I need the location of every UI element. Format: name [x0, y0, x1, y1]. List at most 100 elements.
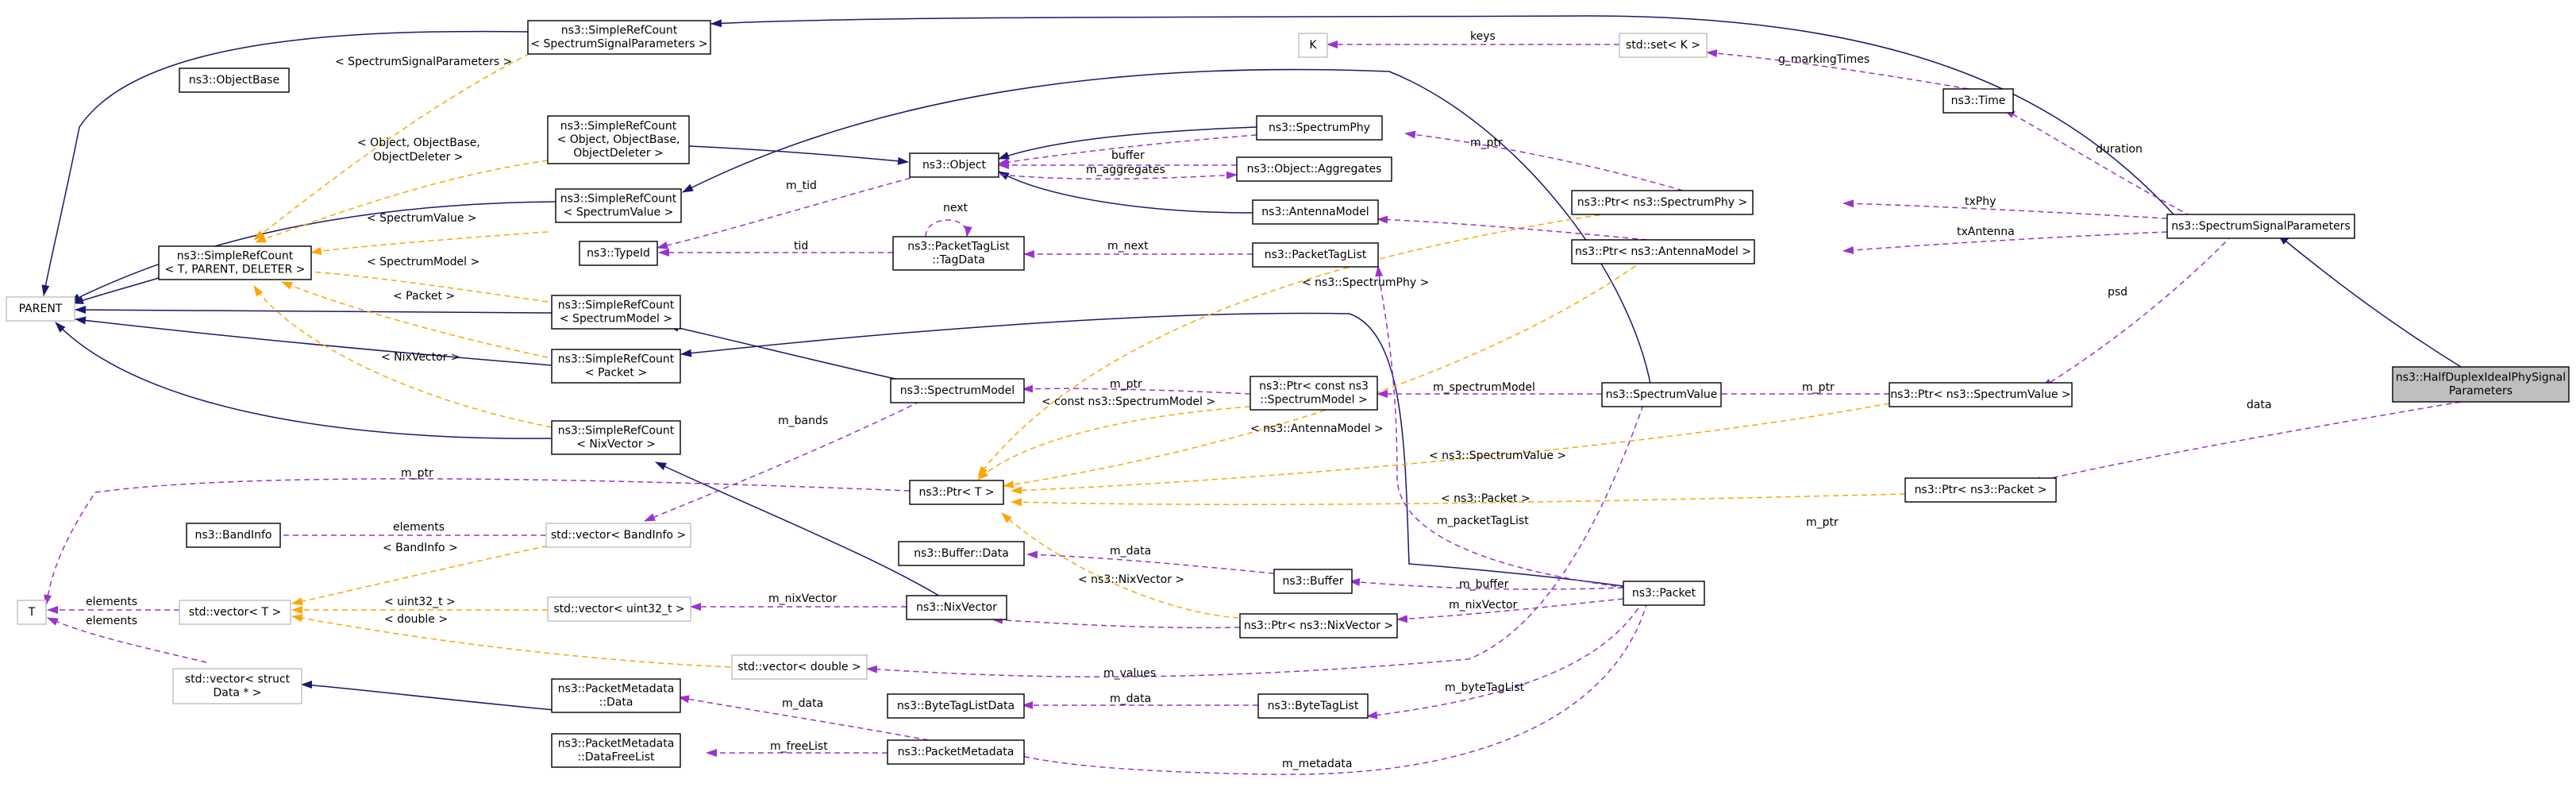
node-ptr-nixvector[interactable]: ns3::Ptr< ns3::NixVector > — [1239, 613, 1398, 639]
edge-label: m_data — [1110, 545, 1151, 558]
edge-label: m_packetTagList — [1437, 515, 1529, 527]
node-label: ns3::Object::Aggregates — [1247, 163, 1382, 176]
node-packetmetadata-data[interactable]: ns3::PacketMetadata::Data — [551, 678, 681, 713]
edge-ptr-sphy-to-ptr-t — [977, 207, 1648, 477]
node-label: ns3::PacketTagList — [907, 241, 1010, 253]
node-packet[interactable]: ns3::Packet — [1623, 581, 1705, 606]
node-simplerefcount-t[interactable]: ns3::SimpleRefCount< T, PARENT, DELETER … — [158, 245, 312, 280]
edge-aggregates-to-object — [999, 171, 1238, 180]
edge-vec-bandinfo-to-vec-t — [291, 539, 576, 606]
edge-vec-double-to-vec-t — [291, 614, 731, 668]
node-packetmetadata[interactable]: ns3::PacketMetadata — [887, 739, 1025, 765]
node-spectrumvalue[interactable]: ns3::SpectrumValue — [1601, 382, 1722, 407]
node-buffer-data[interactable]: ns3::Buffer::Data — [898, 541, 1025, 566]
edge-srf-sm-to-parent — [75, 306, 553, 314]
edge-label: m_ptr — [1110, 378, 1142, 391]
node-label: ObjectDeleter > — [573, 147, 664, 160]
edge-label: < ns3::NixVector > — [1078, 573, 1184, 586]
edge-hdipsp-to-ssp — [2278, 234, 2462, 368]
edge-srf-pkt-to-parent — [75, 316, 553, 366]
node-spectrummodel[interactable]: ns3::SpectrumModel — [890, 378, 1025, 403]
edge-ptr-nv-to-ptr-t — [1001, 512, 1239, 619]
node-buffer[interactable]: ns3::Buffer — [1273, 569, 1353, 594]
edge-label: < SpectrumValue > — [367, 212, 477, 225]
node-ptr-const-spectrummodel[interactable]: ns3::Ptr< const ns3::SpectrumModel > — [1249, 376, 1378, 411]
node-ptr-t[interactable]: ns3::Ptr< T > — [909, 480, 1004, 505]
node-label: ns3::ByteTagList — [1268, 700, 1359, 712]
node-label: ns3::PacketMetadata — [558, 683, 675, 696]
edge-bufferdata-to-buffer — [1026, 550, 1275, 574]
edge-vec-struct-to-tnode — [47, 617, 207, 663]
node-packettaglist-tagdata[interactable]: ns3::PacketTagList::TagData — [892, 236, 1025, 271]
edge-typeid-to-object — [657, 172, 930, 249]
node-label: ns3::PacketTagList — [1265, 249, 1367, 261]
node-label: ns3::NixVector — [916, 601, 997, 614]
node-spectrumphy[interactable]: ns3::SpectrumPhy — [1256, 115, 1383, 141]
node-label: ns3::Time — [1951, 95, 2006, 107]
node-vector-uint32[interactable]: std::vector< uint32_t > — [547, 596, 691, 622]
node-label: < T, PARENT, DELETER > — [165, 264, 306, 276]
node-ptr-spectrumphy[interactable]: ns3::Ptr< ns3::SpectrumPhy > — [1571, 190, 1754, 215]
edge-bytetaglist-to-packet — [1366, 600, 1644, 720]
node-label: ns3::Buffer — [1283, 575, 1344, 588]
node-label: PARENT — [19, 303, 63, 315]
edge-label: m_nixVector — [1449, 599, 1518, 612]
edge-packet-to-srf-pkt — [680, 312, 1624, 587]
node-ptr-antennamodel[interactable]: ns3::Ptr< ns3::AntennaModel > — [1571, 239, 1755, 264]
edge-label: elements — [86, 615, 137, 627]
node-label: ns3::SimpleRefCount — [560, 193, 677, 206]
node-time[interactable]: ns3::Time — [1943, 88, 2014, 114]
node-simplerefcount-object[interactable]: ns3::SimpleRefCount< Object, ObjectBase,… — [547, 115, 690, 164]
node-parent[interactable]: PARENT — [6, 296, 75, 322]
node-objectbase[interactable]: ns3::ObjectBase — [179, 68, 290, 93]
node-simplerefcount-nixvector[interactable]: ns3::SimpleRefCount< NixVector > — [551, 420, 681, 455]
node-t[interactable]: T — [17, 600, 47, 625]
node-label: ns3::SimpleRefCount — [558, 425, 675, 438]
node-object-aggregates[interactable]: ns3::Object::Aggregates — [1236, 156, 1392, 182]
node-typeid[interactable]: ns3::TypeId — [579, 241, 658, 266]
node-bytetaglist[interactable]: ns3::ByteTagList — [1257, 693, 1369, 719]
edge-label: < Object, ObjectBase, — [357, 137, 480, 149]
edge-label: txAntenna — [1957, 226, 2015, 238]
node-label: ns3::ByteTagListData — [897, 700, 1015, 712]
node-spectrumsignalparameters[interactable]: ns3::SpectrumSignalParameters — [2166, 214, 2355, 239]
node-vector-bandinfo[interactable]: std::vector< BandInfo > — [545, 523, 691, 548]
edge-label: < const ns3::SpectrumModel > — [1042, 396, 1215, 408]
edge-label: < SpectrumSignalParameters > — [335, 56, 512, 68]
node-packettaglist[interactable]: ns3::PacketTagList — [1252, 242, 1379, 268]
node-label: ns3::Ptr< ns3::NixVector > — [1244, 619, 1393, 632]
node-ptr-packet[interactable]: ns3::Ptr< ns3::Packet > — [1904, 477, 2057, 503]
node-packetmetadata-datafreelist[interactable]: ns3::PacketMetadata::DataFreeList — [551, 733, 681, 768]
node-bandinfo[interactable]: ns3::BandInfo — [186, 523, 281, 548]
node-set-k[interactable]: std::set< K > — [1619, 33, 1708, 58]
node-object[interactable]: ns3::Object — [909, 152, 999, 178]
node-label: ns3::SpectrumModel — [900, 384, 1015, 397]
node-vector-t[interactable]: std::vector< T > — [179, 600, 291, 625]
edge-pmdata-to-packetmetadata — [678, 695, 930, 741]
node-simplerefcount-packet[interactable]: ns3::SimpleRefCount< Packet > — [551, 349, 681, 384]
node-simplerefcount-spectrummodel[interactable]: ns3::SimpleRefCount< SpectrumModel > — [551, 295, 681, 330]
edge-label: < ns3::SpectrumValue > — [1429, 450, 1566, 462]
node-simplerefcount-spectrumvalue[interactable]: ns3::SimpleRefCount< SpectrumValue > — [555, 188, 682, 223]
edge-srf-sm-to-srf-t — [285, 266, 549, 303]
node-vector-double[interactable]: std::vector< double > — [731, 654, 868, 680]
node-label: std::vector< T > — [189, 606, 281, 619]
edge-object-to-spectrumphy — [998, 134, 1257, 166]
node-label: ns3::PacketMetadata — [898, 746, 1015, 758]
node-antennamodel[interactable]: ns3::AntennaModel — [1252, 199, 1379, 225]
node-label: ns3::Ptr< ns3::SpectrumPhy > — [1577, 196, 1748, 209]
edge-label: < SpectrumModel > — [367, 256, 479, 268]
node-label: ::DataFreeList — [577, 751, 655, 764]
node-simplerefcount-ssp[interactable]: ns3::SimpleRefCount< SpectrumSignalParam… — [527, 20, 711, 55]
node-nixvector[interactable]: ns3::NixVector — [906, 595, 1007, 620]
node-k[interactable]: K — [1298, 33, 1328, 58]
edge-ptr-sv-to-ptr-t — [1011, 403, 1890, 495]
edge-label: m_next — [1107, 240, 1149, 253]
node-bytetaglistdata[interactable]: ns3::ByteTagListData — [887, 693, 1025, 719]
node-label: ns3::SimpleRefCount — [558, 353, 675, 366]
node-label: < NixVector > — [576, 438, 656, 451]
node-ptr-spectrumvalue[interactable]: ns3::Ptr< ns3::SpectrumValue > — [1889, 382, 2073, 407]
